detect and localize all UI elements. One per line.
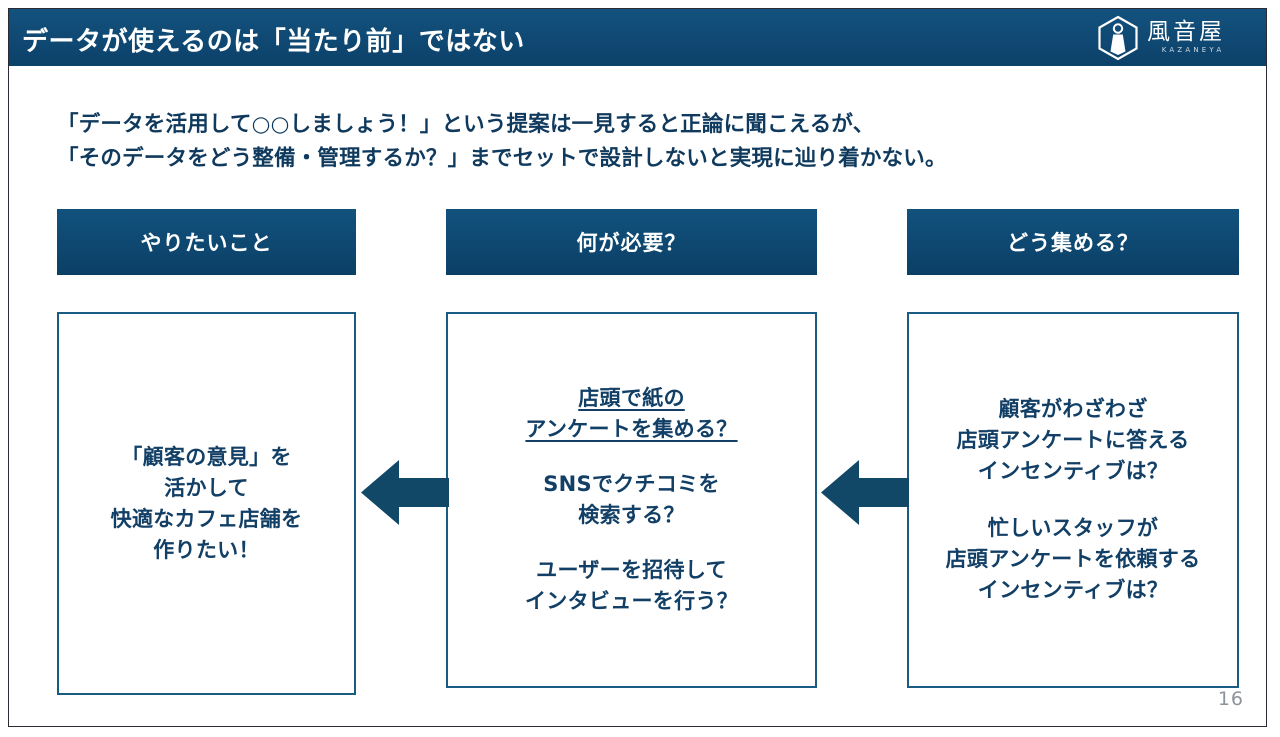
- logo-jp-text: 風音屋: [1147, 19, 1225, 45]
- text-line: 顧客がわざわざ: [998, 397, 1148, 421]
- paragraph: 忙しいスタッフが 店頭アンケートを依頼する インセンティブは？: [909, 513, 1237, 606]
- text-line: インセンティブは？: [977, 459, 1169, 483]
- text-line: 店頭アンケートを依頼する: [945, 547, 1201, 571]
- text-line: 作りたい！: [153, 537, 260, 562]
- column-box-want-to-do: 「顧客の意見」を 活かして 快適なカフェ店舗を 作りたい！: [57, 312, 356, 695]
- paragraph: SNSでクチコミを 検索する？: [448, 469, 815, 531]
- paragraph: 「顧客の意見」を 活かして 快適なカフェ店舗を 作りたい！: [59, 442, 354, 566]
- text-line: インタビューを行う？: [525, 589, 738, 613]
- text-line: 店頭で紙の: [578, 386, 685, 410]
- text-line: SNSでクチコミを: [543, 472, 720, 496]
- logo-romaji-text: KAZANEYA: [1161, 46, 1225, 54]
- arrow-left-icon: [821, 460, 909, 525]
- slide-title-bar: データが使えるのは「当たり前」ではない 風音屋 KAZANEYA: [9, 9, 1266, 66]
- slide-canvas: データが使えるのは「当たり前」ではない 風音屋 KAZANEYA 「データを活用…: [8, 8, 1267, 727]
- column-content: 顧客がわざわざ 店頭アンケートに答える インセンティブは？ 忙しいスタッフが 店…: [909, 394, 1237, 606]
- column-box-what-is-needed: 店頭で紙の アンケートを集める？ SNSでクチコミを 検索する？ ユーザーを招待…: [446, 312, 817, 688]
- subtitle-line-1: 「データを活用して○○しましょう！」という提案は一見すると正論に聞こえるが、: [57, 112, 875, 137]
- text-line: 活かして: [164, 475, 249, 500]
- text-line: インセンティブは？: [977, 578, 1169, 602]
- slide-title: データが使えるのは「当たり前」ではない: [22, 27, 525, 57]
- text-line: 検索する？: [578, 503, 685, 527]
- column-header-want-to-do: やりたいこと: [57, 209, 356, 275]
- column-header-label: 何が必要？: [576, 231, 687, 255]
- text-line: アンケートを集める？: [525, 417, 738, 441]
- column-header-label: やりたいこと: [140, 231, 273, 255]
- page-number: 16: [1217, 688, 1244, 710]
- text-line: 快適なカフェ店舗を: [110, 506, 303, 531]
- hexagon-logo-icon: [1098, 15, 1138, 61]
- column-content: 「顧客の意見」を 活かして 快適なカフェ店舗を 作りたい！: [59, 442, 354, 566]
- text-line: 「顧客の意見」を: [121, 444, 292, 469]
- column-content: 店頭で紙の アンケートを集める？ SNSでクチコミを 検索する？ ユーザーを招待…: [448, 383, 815, 617]
- column-box-how-to-collect: 顧客がわざわざ 店頭アンケートに答える インセンティブは？ 忙しいスタッフが 店…: [907, 312, 1239, 688]
- column-header-what-is-needed: 何が必要？: [446, 209, 817, 275]
- paragraph-highlighted: 店頭で紙の アンケートを集める？: [448, 383, 815, 445]
- text-line: 店頭アンケートに答える: [956, 428, 1190, 452]
- text-line: ユーザーを招待して: [536, 558, 727, 582]
- logo-wordmark: 風音屋 KAZANEYA: [1147, 19, 1247, 55]
- paragraph: 顧客がわざわざ 店頭アンケートに答える インセンティブは？: [909, 394, 1237, 487]
- paragraph: ユーザーを招待して インタビューを行う？: [448, 555, 815, 617]
- arrow-left-icon: [361, 460, 449, 525]
- text-line: 忙しいスタッフが: [987, 516, 1159, 540]
- slide-subtitle: 「データを活用して○○しましょう！」という提案は一見すると正論に聞こえるが、 「…: [57, 108, 1087, 176]
- subtitle-line-2: 「そのデータをどう整備・管理するか？」までセットで設計しないと実現に辿り着かない…: [57, 146, 947, 171]
- column-header-label: どう集める？: [1007, 231, 1139, 255]
- column-header-how-to-collect: どう集める？: [907, 209, 1239, 275]
- kazaneya-logo: 風音屋 KAZANEYA: [1095, 14, 1250, 62]
